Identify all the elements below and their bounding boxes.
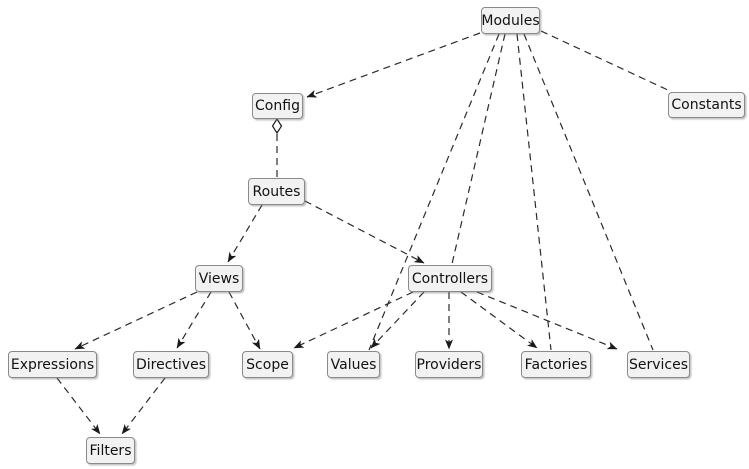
node-providers: Providers bbox=[415, 351, 483, 378]
edge-controllers-factories bbox=[460, 291, 538, 349]
node-services: Services bbox=[627, 351, 690, 378]
node-controllers: Controllers bbox=[408, 265, 492, 292]
edge-modules-factories bbox=[516, 33, 552, 351]
node-expressions: Expressions bbox=[8, 351, 97, 378]
edge-modules-services bbox=[523, 33, 654, 351]
edge-modules-constants bbox=[540, 30, 671, 92]
edge-modules-config bbox=[306, 32, 481, 98]
edge-modules-values bbox=[368, 33, 500, 351]
node-routes: Routes bbox=[248, 178, 305, 205]
node-values: Values bbox=[327, 351, 380, 378]
edge-expressions-filters bbox=[56, 377, 101, 435]
edge-routes-controllers bbox=[304, 200, 425, 264]
edge-views-expressions bbox=[74, 291, 198, 350]
node-views: Views bbox=[195, 265, 243, 292]
edge-views-scope bbox=[228, 291, 261, 350]
edge-modules-controllers bbox=[451, 33, 506, 265]
node-config: Config bbox=[252, 93, 303, 119]
node-factories: Factories bbox=[521, 351, 591, 378]
edge-routes-views bbox=[227, 204, 263, 263]
node-constants: Constants bbox=[668, 92, 745, 118]
node-directives: Directives bbox=[133, 351, 209, 378]
node-scope: Scope bbox=[242, 351, 293, 378]
edge-directives-filters bbox=[121, 377, 166, 435]
edge-views-directives bbox=[176, 291, 212, 349]
edge-controllers-scope bbox=[293, 291, 414, 349]
node-modules: Modules bbox=[481, 7, 540, 34]
edge-config-routes-diamond bbox=[271, 117, 283, 135]
edge-controllers-services bbox=[476, 291, 618, 350]
edge-controllers-values bbox=[370, 291, 425, 349]
node-filters: Filters bbox=[86, 437, 135, 464]
